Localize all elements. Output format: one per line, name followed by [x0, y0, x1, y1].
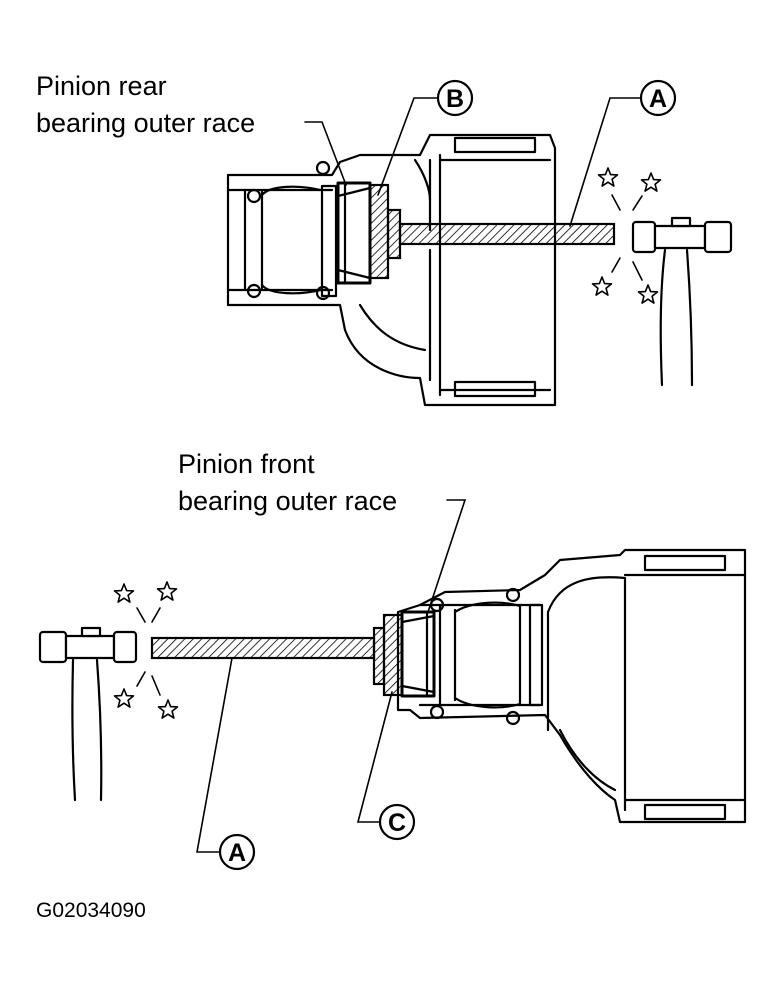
impact-star-icon [113, 581, 179, 719]
bottom-housing [396, 548, 747, 824]
callout-b-letter: B [446, 85, 464, 113]
callout-a-bottom-leader [196, 657, 233, 853]
callout-c-leader [356, 691, 393, 823]
rear-race-label-line1: Pinion rear [36, 71, 167, 101]
top-tool-b [368, 183, 402, 280]
top-drift-rod [398, 222, 616, 246]
hammer-icon [631, 216, 733, 387]
bottom-front-bearing-race [400, 610, 436, 698]
callout-b-leader [377, 97, 439, 196]
top-illustration: Pinion rear bearing outer race B A [36, 71, 733, 407]
bottom-tool-c [372, 613, 404, 697]
rear-race-label-line2: bearing outer race [36, 108, 255, 138]
hammer-icon [38, 626, 138, 802]
figure-code: G02034090 [36, 899, 146, 922]
front-race-label-line2: bearing outer race [178, 486, 397, 516]
top-rear-bearing-race [336, 181, 372, 285]
callout-a-bottom-letter: A [228, 839, 246, 867]
callout-a-top-letter: A [649, 85, 667, 113]
front-race-leader [427, 499, 467, 613]
callout-c-letter: C [388, 809, 406, 837]
bottom-drift-rod [150, 636, 376, 660]
callout-a-top-leader [569, 97, 642, 227]
front-race-label-line1: Pinion front [178, 449, 315, 479]
top-housing [226, 133, 557, 407]
rear-race-leader [304, 121, 347, 186]
bottom-illustration: Pinion front bearing outer race C A [38, 449, 747, 871]
impact-star-icon [591, 167, 662, 304]
